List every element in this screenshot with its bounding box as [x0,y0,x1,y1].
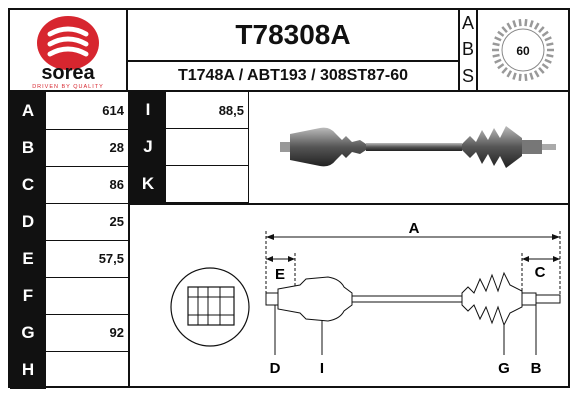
dim-row-e: E 57,5 [10,240,128,278]
brand-name: sorea [41,62,95,84]
abs-gear-icon: 60 [492,19,554,81]
dim-label: K [130,166,166,202]
abs-ring: 60 [478,10,568,90]
dim-value [166,166,248,202]
dim-c-label: C [535,264,546,281]
abs-letter-b: B [461,39,474,60]
dim-row-f: F [10,277,128,315]
dim-value [46,351,128,389]
column-divider [128,92,130,388]
dim-label: H [10,351,46,389]
dim-value: 614 [102,103,124,118]
dim-label: J [130,129,166,165]
header-divider [10,90,568,92]
dim-label: F [10,277,46,314]
abs-letter-a: A [461,12,474,33]
dim-g-label: G [498,360,510,377]
dim-label: E [10,240,46,277]
dim-value: 57,5 [98,251,124,266]
dim-row-g: G 92 [10,314,128,352]
dim-i-label: I [320,360,324,377]
part-number: T78308A [128,10,458,62]
dim-label: B [10,129,46,166]
dim-value: 92 [109,325,124,340]
dim-value: 25 [109,214,124,229]
driveshaft-photo [250,92,568,203]
photo-divider [130,203,568,205]
abs-letter-s: S [461,66,474,87]
dim-row-i: I 88,5 [130,92,248,129]
cross-references: T1748A / ABT193 / 308ST87-60 [177,67,409,84]
dim-value: 86 [109,177,124,192]
dimension-drawing: A E C [130,205,568,388]
dim-label: I [130,92,166,128]
dim-row-j: J [130,129,248,166]
dim-row-b: B 28 [10,129,128,167]
mid-divider [248,92,249,204]
dim-row-c: C 86 [10,166,128,204]
dim-e-label: E [275,266,285,283]
brand-tagline: DRIVEN BY QUALITY [32,84,104,90]
sorea-emblem-icon [37,16,99,70]
spec-sheet: sorea DRIVEN BY QUALITY T78308A T1748A /… [8,8,570,389]
dim-label: A [10,92,46,129]
dim-row-h: H [10,351,128,389]
dim-label: D [10,203,46,240]
abs-column: A B S [458,10,478,90]
dim-value: 28 [109,140,124,155]
dim-value [46,277,128,314]
dim-value: 88,5 [218,102,244,118]
dim-a-label: A [409,220,420,237]
brand-logo: sorea DRIVEN BY QUALITY [10,10,128,90]
abs-teeth-count: 60 [516,44,530,58]
dim-label: C [10,166,46,203]
dim-value [166,129,248,165]
dim-row-a: A 614 [10,92,128,130]
dim-row-d: D 25 [10,203,128,241]
dim-b-label: B [531,360,542,377]
dim-label: G [10,314,46,351]
dim-d-label: D [270,360,281,377]
dim-row-k: K [130,166,248,203]
